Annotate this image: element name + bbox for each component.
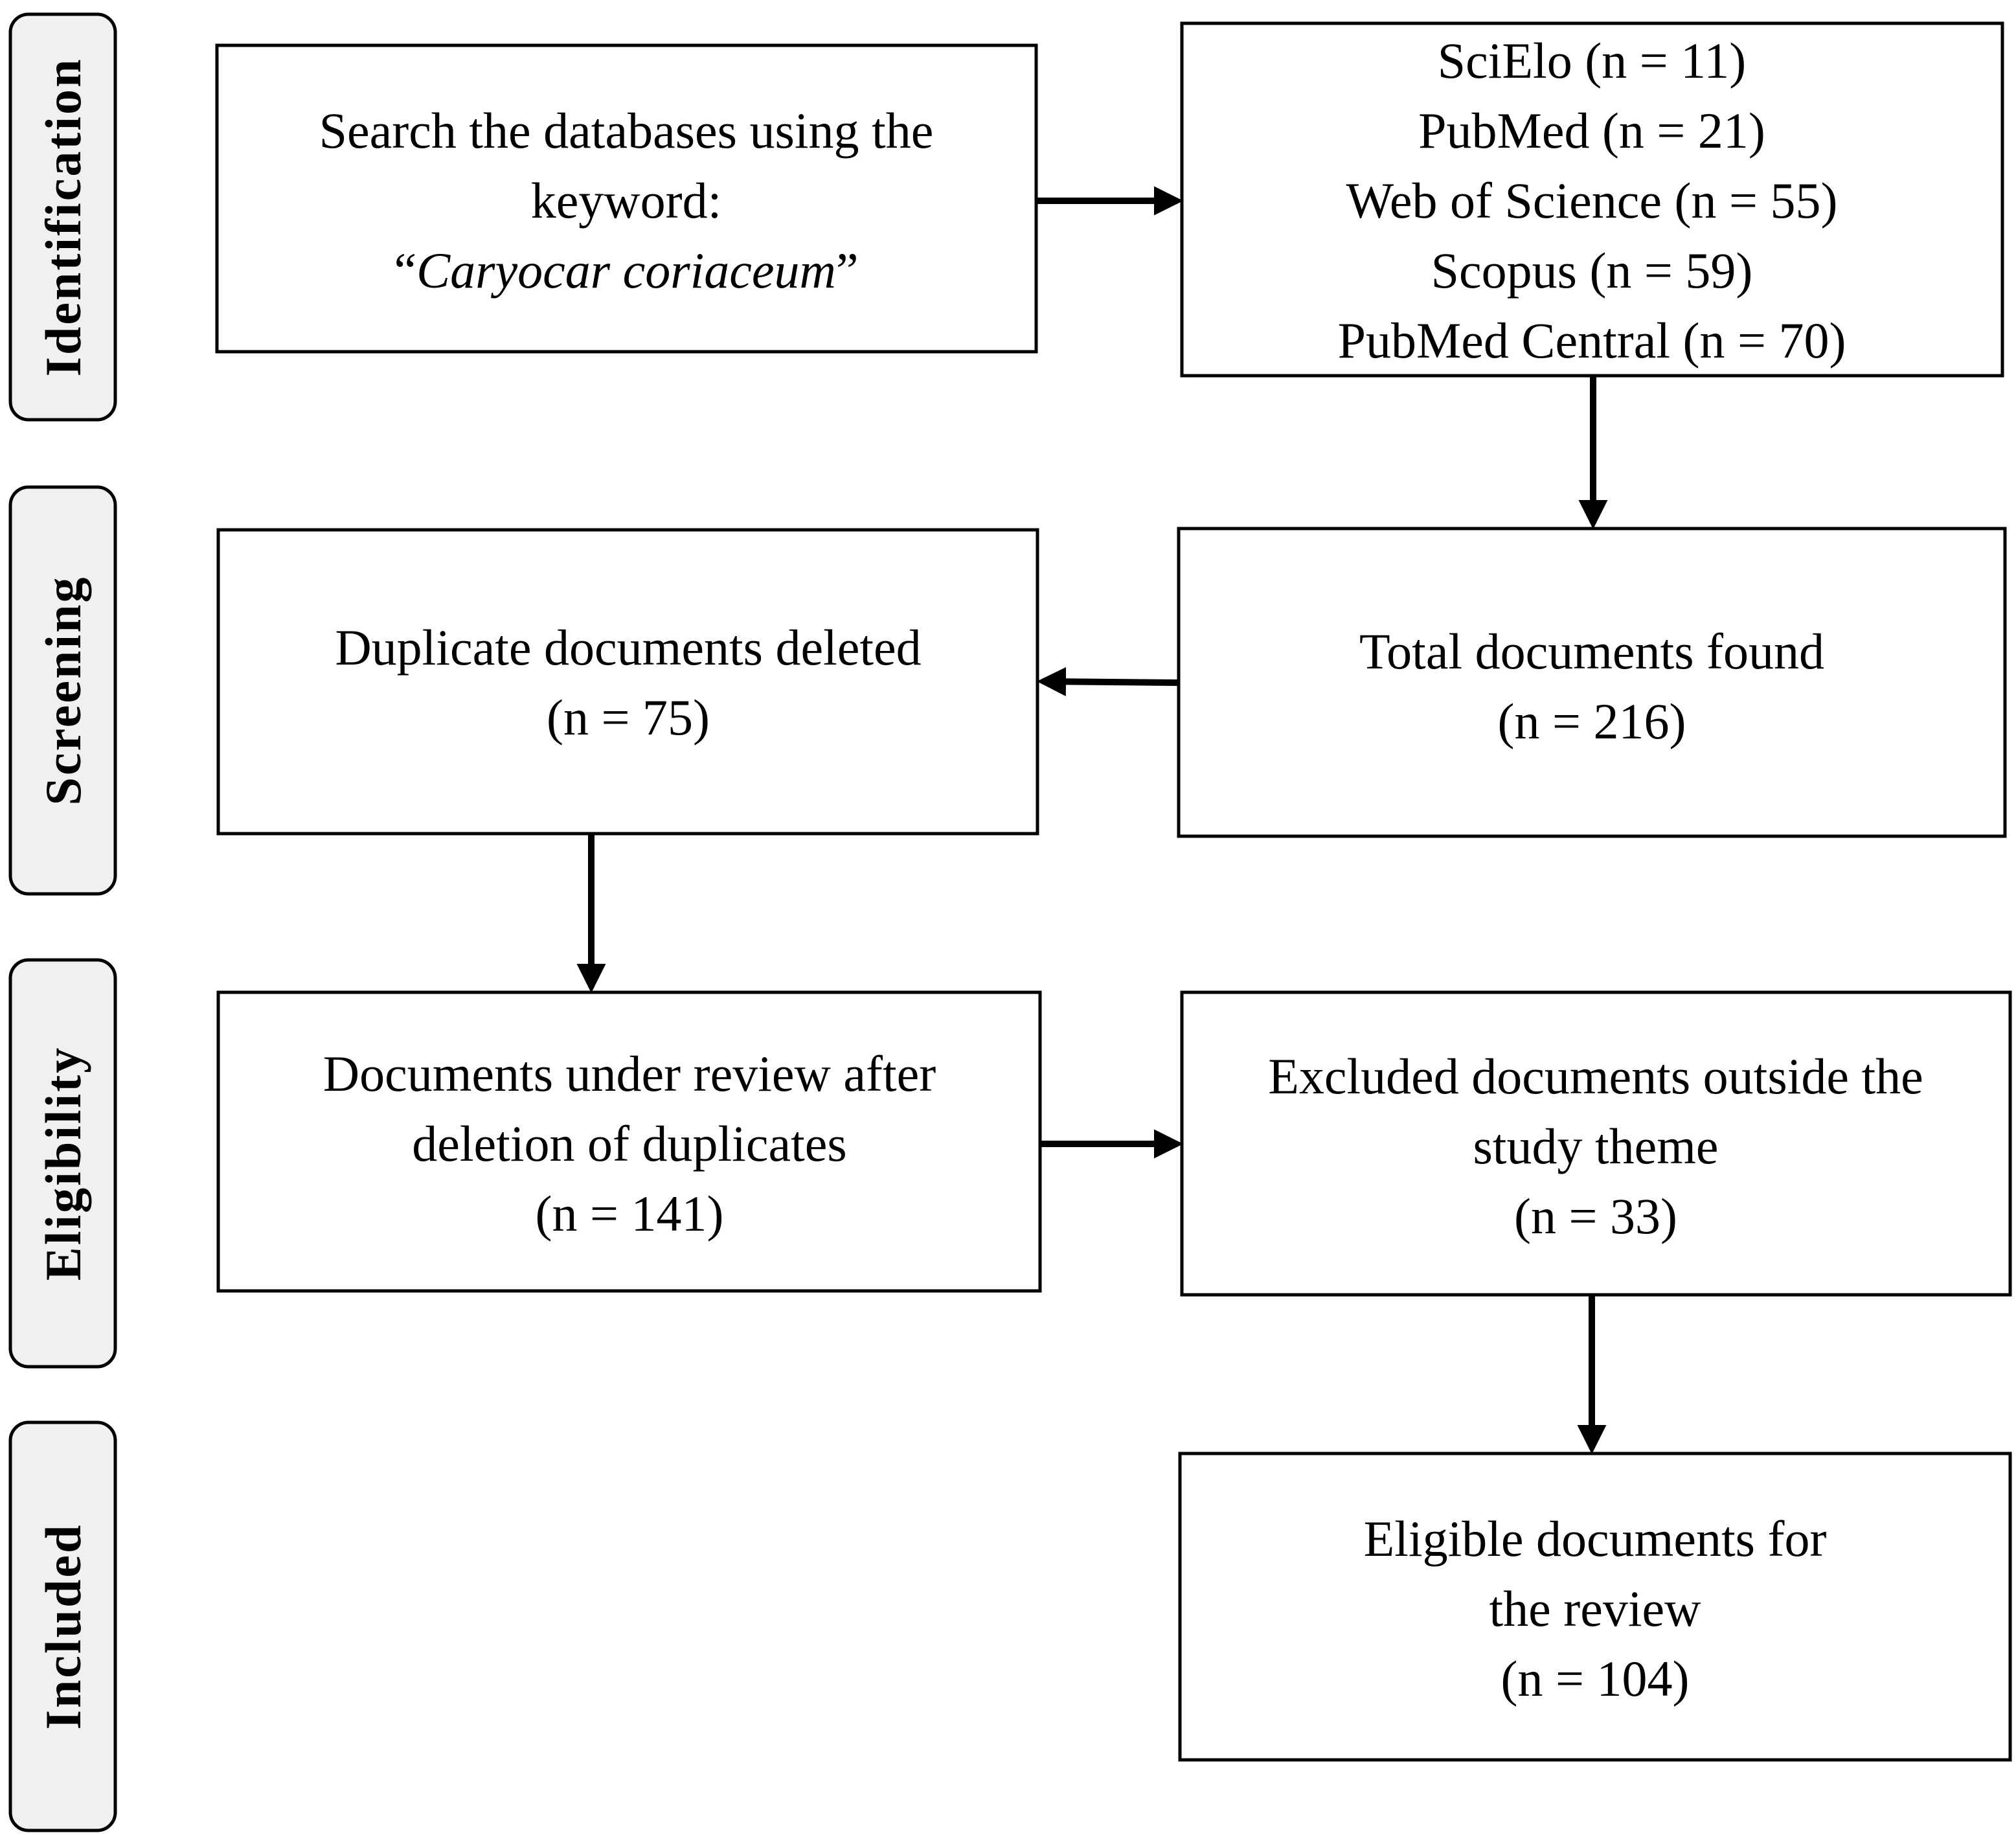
stage-label: Identification: [35, 58, 91, 377]
total-documents-box: Total documents found (n = 216): [1177, 527, 2007, 838]
database-count: PubMed (n = 21): [1418, 102, 1765, 159]
keyword-text: “Caryocar coriaceum”: [394, 242, 859, 299]
stage-included: Included: [8, 1420, 117, 1832]
stage-label: Eligibility: [35, 1046, 91, 1281]
box-count: (n = 104): [1501, 1650, 1690, 1707]
search-box: Search the databases using the keyword: …: [215, 43, 1038, 354]
stage-screening: Screening: [8, 485, 117, 896]
box-text: Total documents found: [1359, 623, 1824, 679]
box-text: deletion of duplicates: [412, 1115, 846, 1172]
duplicates-deleted-box: Duplicate documents deleted (n = 75): [216, 528, 1039, 836]
box-text: Duplicate documents deleted: [335, 619, 921, 676]
eligible-box: Eligible documents for the review (n = 1…: [1178, 1452, 2012, 1762]
box-text: Documents under review after: [323, 1045, 936, 1102]
database-count: Web of Science (n = 55): [1346, 172, 1838, 229]
stage-eligibility: Eligibility: [8, 958, 117, 1369]
box-text: Search the databases using the: [319, 102, 934, 159]
box-text: keyword:: [531, 172, 722, 229]
box-text: Excluded documents outside the: [1268, 1048, 1923, 1104]
box-text: the review: [1489, 1580, 1701, 1637]
database-count: Scopus (n = 59): [1431, 242, 1753, 299]
databases-box: SciElo (n = 11) PubMed (n = 21) Web of S…: [1180, 21, 2004, 378]
under-review-box: Documents under review after deletion of…: [216, 990, 1042, 1293]
box-count: (n = 216): [1498, 693, 1686, 749]
stage-identification: Identification: [8, 12, 117, 422]
database-count: SciElo (n = 11): [1438, 32, 1747, 89]
arrow-total-to-duplicates: [1037, 667, 1179, 696]
database-count: PubMed Central (n = 70): [1338, 312, 1846, 369]
excluded-box: Excluded documents outside the study the…: [1180, 990, 2012, 1297]
box-count: (n = 75): [547, 689, 710, 746]
stage-label: Included: [35, 1523, 91, 1730]
box-text: Eligible documents for: [1364, 1510, 1827, 1567]
box-text: study theme: [1473, 1118, 1718, 1174]
box-count: (n = 33): [1514, 1188, 1677, 1244]
box-count: (n = 141): [536, 1185, 724, 1242]
stage-label: Screening: [35, 576, 91, 806]
